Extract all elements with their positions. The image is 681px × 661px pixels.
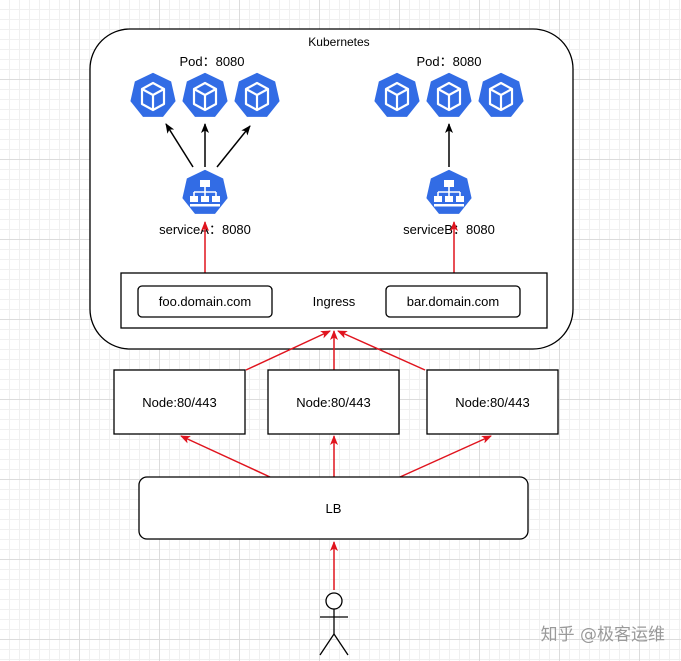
node-box-3: [426, 369, 559, 435]
ingress-rule-foo-label: foo.domain.com: [159, 294, 252, 309]
node-2-label: Node:80/443: [296, 395, 370, 410]
user-actor-icon: [319, 592, 349, 656]
arrow-service-to-pod: [216, 125, 251, 168]
ingress-rule-bar-label: bar.domain.com: [407, 294, 500, 309]
load-balancer-box: [138, 476, 529, 540]
arrow-lb-to-node: [399, 435, 492, 478]
node-box-2: [267, 369, 400, 435]
service-group-b: Pod：8080 serviceB：8080: [372, 54, 526, 237]
ingress-rule-bar: [385, 285, 521, 318]
service-b-label: serviceB：8080: [403, 222, 495, 237]
pods-label-b: Pod：8080: [416, 54, 481, 69]
load-balancer-label: LB: [326, 501, 342, 516]
arrow-lb-to-node: [180, 435, 271, 478]
watermark: 知乎 @极客运维: [541, 625, 665, 645]
cluster-title: Kubernetes: [308, 35, 369, 49]
ingress-label: Ingress: [313, 294, 356, 309]
node-3-label: Node:80/443: [455, 395, 529, 410]
arrow-service-to-pod: [165, 123, 194, 168]
ingress-rule-foo: [137, 285, 273, 318]
arrow-node-to-ingress: [245, 330, 331, 371]
arrow-node-to-ingress: [337, 330, 426, 371]
node-1-label: Node:80/443: [142, 395, 216, 410]
node-box-1: [113, 369, 246, 435]
pods-label-a: Pod：8080: [179, 54, 244, 69]
